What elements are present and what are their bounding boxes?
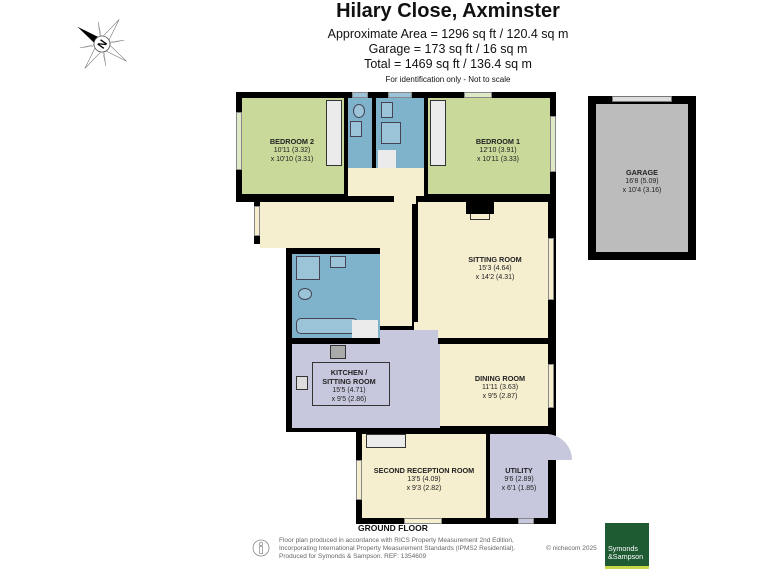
airing-cupboard	[352, 320, 378, 338]
utility-room	[490, 434, 548, 518]
window	[548, 238, 554, 300]
hallway	[348, 168, 424, 196]
bedroom-2-label: BEDROOM 2 10'11 (3.32) x 10'10 (3.31)	[269, 137, 315, 163]
sitting-room-label: SITTING ROOM 15'3 (4.64) x 14'2 (4.31)	[468, 255, 522, 281]
garage-door	[612, 96, 672, 102]
sitting-room	[418, 202, 548, 338]
window	[548, 364, 554, 408]
scale-note: For identification only - Not to scale	[385, 75, 511, 84]
person-info-icon	[252, 539, 270, 557]
shower-tray-icon	[296, 256, 320, 280]
bedroom-1-label: BEDROOM 1 12'10 (3.91) x 10'11 (3.33)	[475, 137, 521, 163]
total-area: Total = 1469 sq ft / 136.4 sq m	[364, 57, 532, 71]
cupboard	[366, 434, 406, 448]
basin-icon	[381, 102, 393, 118]
floor-label: GROUND FLOOR	[358, 523, 428, 533]
hob-icon	[330, 345, 346, 359]
bedroom-1	[428, 98, 550, 194]
window	[518, 518, 534, 524]
kitchen-counter	[312, 362, 390, 406]
window	[388, 92, 412, 98]
kitchen-label: KITCHEN / SITTING ROOM 15'5 (4.71) x 9'5…	[322, 368, 376, 403]
footer-text: Floor plan produced in accordance with R…	[279, 537, 516, 560]
shower-tray-icon	[381, 122, 401, 144]
window	[404, 518, 442, 524]
toilet-icon	[298, 288, 312, 300]
page-title: Hilary Close, Axminster	[336, 0, 560, 22]
utility-label: UTILITY 9'6 (2.89) x 6'1 (1.85)	[501, 466, 537, 492]
basin-icon	[350, 121, 362, 137]
window	[464, 92, 492, 98]
second-reception-room	[362, 434, 486, 518]
dining-room-label: DINING ROOM 11'11 (3.63) x 9'5 (2.87)	[474, 374, 526, 400]
toilet-icon	[353, 104, 365, 118]
logo-accent-bar	[605, 566, 649, 569]
entrance-hall	[260, 202, 412, 248]
wardrobe	[326, 100, 342, 166]
second-reception-label: SECOND RECEPTION ROOM 13'5 (4.09) x 9'3 …	[373, 466, 475, 492]
window	[356, 460, 362, 500]
dining-room	[440, 344, 548, 426]
window	[236, 112, 242, 170]
compass-north-icon: N	[77, 19, 127, 69]
garage-label: GARAGE 16'8 (5.09) x 10'4 (3.16)	[622, 168, 662, 194]
window	[550, 116, 556, 172]
front-door-window	[254, 206, 260, 236]
basin-icon	[330, 256, 346, 268]
wardrobe	[430, 100, 446, 166]
fireplace	[466, 198, 494, 214]
sink-icon	[296, 376, 308, 390]
kitchen-sitting-room	[292, 344, 440, 428]
garage-area: Garage = 173 sq ft / 16 sq m	[368, 42, 528, 56]
bath-icon	[296, 318, 358, 334]
agent-logo: Symonds &Sampson	[605, 523, 649, 567]
copyright: © nichecom 2025	[546, 545, 597, 552]
window	[352, 92, 368, 98]
approximate-area: Approximate Area = 1296 sq ft / 120.4 sq…	[327, 27, 569, 41]
